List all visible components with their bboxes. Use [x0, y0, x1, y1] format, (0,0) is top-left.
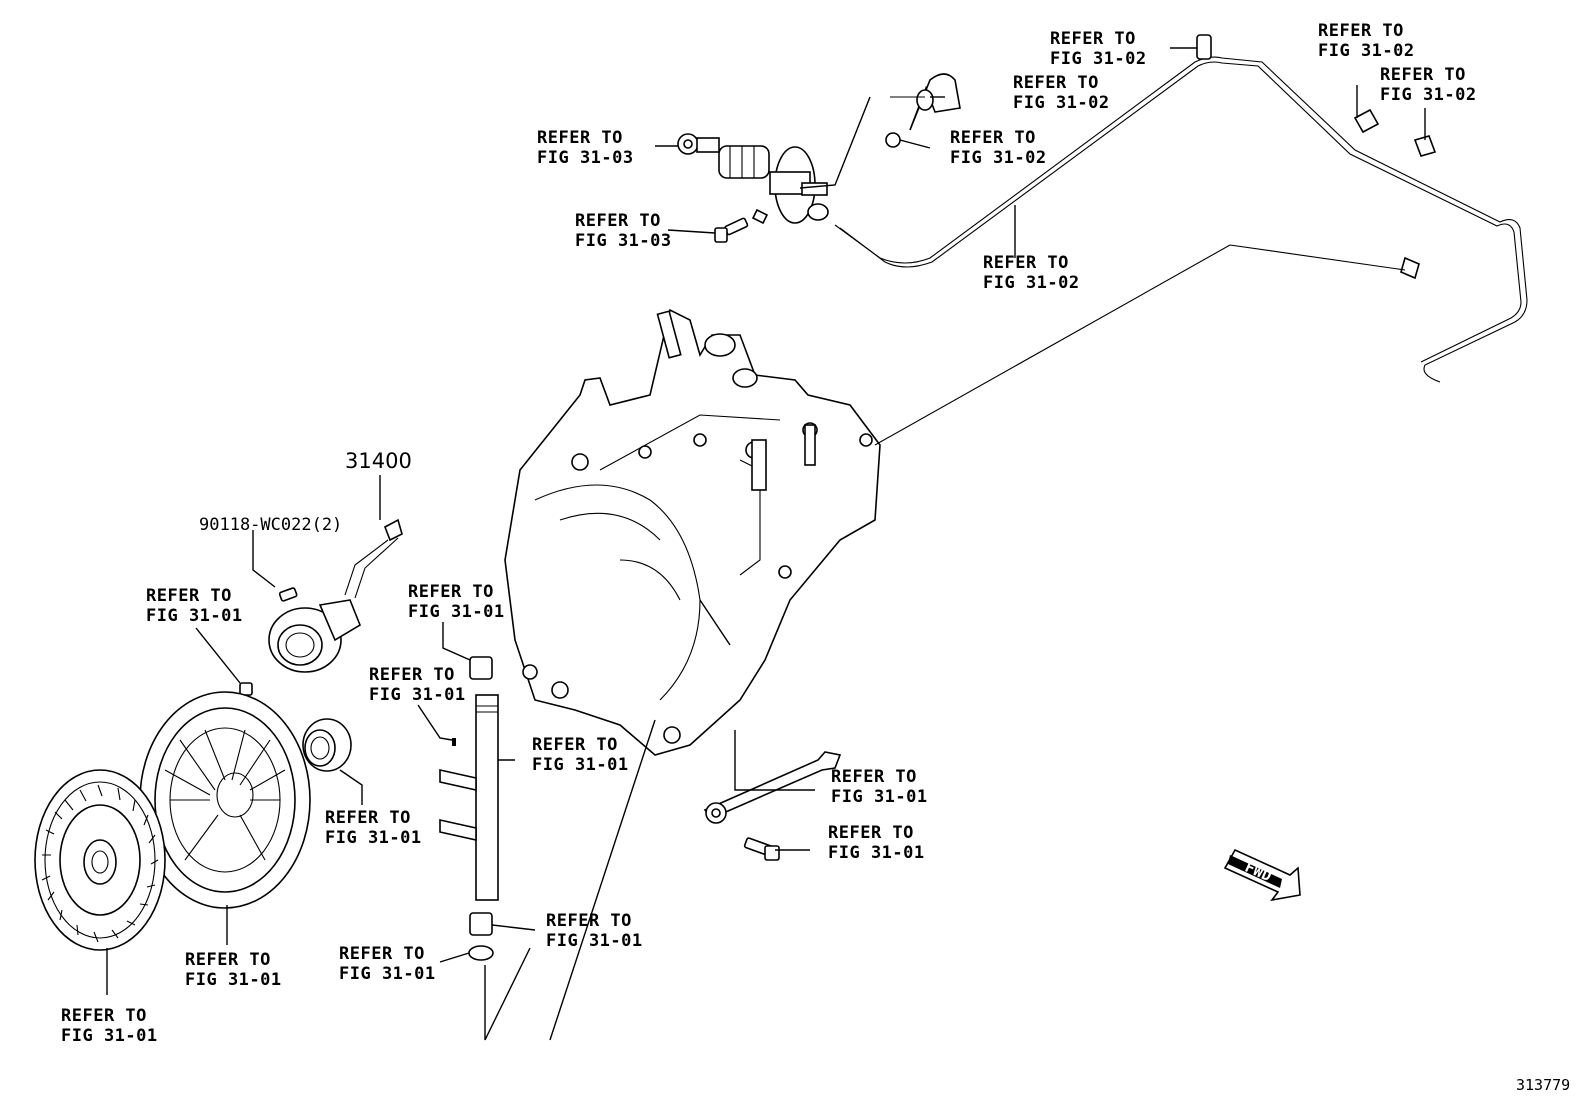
line-clip-2 — [1353, 108, 1380, 134]
callout-line2: FIG 31-03 — [575, 231, 672, 251]
callout-c14: REFER TO FIG 31-01 — [831, 767, 928, 807]
clutch-cover — [139, 691, 311, 909]
line-clip-1 — [1196, 34, 1212, 60]
leader-housing-line — [874, 244, 1231, 446]
callout-c9: REFER TO FIG 31-01 — [146, 586, 243, 626]
release-bearing — [302, 718, 352, 772]
callout-line1: REFER TO — [831, 767, 917, 787]
callout-c15: REFER TO FIG 31-01 — [828, 823, 925, 863]
callout-c3: REFER TO FIG 31-02 — [1380, 65, 1477, 105]
callout-c7: REFER TO FIG 31-03 — [575, 211, 672, 251]
clutch-line-tube — [834, 34, 1528, 383]
callout-line2: FIG 31-01 — [546, 931, 643, 951]
callout-c18: REFER TO FIG 31-01 — [185, 950, 282, 990]
callout-line1: REFER TO — [950, 128, 1036, 148]
callout-line2: FIG 31-01 — [408, 602, 505, 622]
callout-line1: REFER TO — [61, 1006, 147, 1026]
callout-line2: FIG 31-01 — [146, 606, 243, 626]
callout-line1: REFER TO — [1318, 21, 1404, 41]
master-cylinder — [677, 133, 829, 225]
mc-bolt — [714, 217, 749, 243]
callout-line1: REFER TO — [546, 911, 632, 931]
leader-lines — [106, 47, 1426, 1041]
pin — [452, 738, 456, 746]
callout-line1: REFER TO — [369, 665, 455, 685]
bushing-bottom — [469, 912, 493, 936]
clamp — [885, 132, 901, 148]
line-fitting — [1400, 256, 1420, 280]
bleeder-plug — [239, 682, 253, 696]
part-number-bolt: 90118-WC022(2) — [199, 515, 342, 535]
callout-c13: REFER TO FIG 31-01 — [325, 808, 422, 848]
callout-c12: REFER TO FIG 31-01 — [532, 735, 629, 775]
callout-c1: REFER TO FIG 31-02 — [1050, 29, 1147, 69]
callout-line1: REFER TO — [575, 211, 661, 231]
callout-line1: REFER TO — [828, 823, 914, 843]
callout-line2: FIG 31-01 — [532, 755, 629, 775]
bushing-top — [469, 656, 493, 680]
shaft-lever-1 — [439, 769, 477, 791]
callout-line2: FIG 31-03 — [537, 148, 634, 168]
callout-line2: FIG 31-01 — [339, 964, 436, 984]
callout-c8: REFER TO FIG 31-02 — [983, 253, 1080, 293]
callout-line1: REFER TO — [408, 582, 494, 602]
transmission-housing — [504, 308, 881, 756]
part-number-31400: 31400 — [345, 449, 412, 473]
callout-line1: REFER TO — [1050, 29, 1136, 49]
callout-line2: FIG 31-02 — [950, 148, 1047, 168]
callout-line2: FIG 31-02 — [983, 273, 1080, 293]
callout-c16: REFER TO FIG 31-01 — [546, 911, 643, 951]
reservoir-hose — [885, 73, 961, 148]
callout-line2: FIG 31-01 — [185, 970, 282, 990]
callout-c2: REFER TO FIG 31-02 — [1318, 21, 1415, 61]
callout-c19: REFER TO FIG 31-01 — [61, 1006, 158, 1046]
figure-number: 313779 — [1516, 1076, 1570, 1094]
callout-c6: REFER TO FIG 31-02 — [950, 128, 1047, 168]
callout-c5: REFER TO FIG 31-03 — [537, 128, 634, 168]
callout-line2: FIG 31-01 — [61, 1026, 158, 1046]
callout-line2: FIG 31-01 — [831, 787, 928, 807]
slave-cylinder-assembly — [268, 518, 403, 673]
callout-line1: REFER TO — [537, 128, 623, 148]
callout-line2: FIG 31-01 — [828, 843, 925, 863]
clutch-shaft-stack — [439, 656, 499, 961]
callout-c10: REFER TO FIG 31-01 — [408, 582, 505, 622]
release-fork — [703, 751, 842, 824]
shaft-lever-2 — [439, 819, 477, 841]
callout-line1: REFER TO — [983, 253, 1069, 273]
callout-line1: REFER TO — [1013, 73, 1099, 93]
callout-line1: REFER TO — [325, 808, 411, 828]
callout-line1: REFER TO — [532, 735, 618, 755]
callout-line2: FIG 31-02 — [1380, 85, 1477, 105]
callout-line1: REFER TO — [1380, 65, 1466, 85]
fwd-direction-arrow: FWD — [1223, 848, 1301, 902]
fork-bolt — [743, 837, 780, 861]
callout-c11: REFER TO FIG 31-01 — [369, 665, 466, 705]
callout-line2: FIG 31-01 — [369, 685, 466, 705]
callout-line1: REFER TO — [146, 586, 232, 606]
oil-seal — [468, 945, 494, 961]
callout-line2: FIG 31-02 — [1050, 49, 1147, 69]
callout-c4: REFER TO FIG 31-02 — [1013, 73, 1110, 113]
clutch-disc — [34, 769, 166, 951]
callout-line1: REFER TO — [185, 950, 271, 970]
callout-line2: FIG 31-01 — [325, 828, 422, 848]
callout-c17: REFER TO FIG 31-01 — [339, 944, 436, 984]
callout-line2: FIG 31-02 — [1013, 93, 1110, 113]
release-shaft — [475, 694, 499, 901]
callout-line2: FIG 31-02 — [1318, 41, 1415, 61]
callout-line1: REFER TO — [339, 944, 425, 964]
leader-housing-line-2 — [1229, 244, 1406, 271]
